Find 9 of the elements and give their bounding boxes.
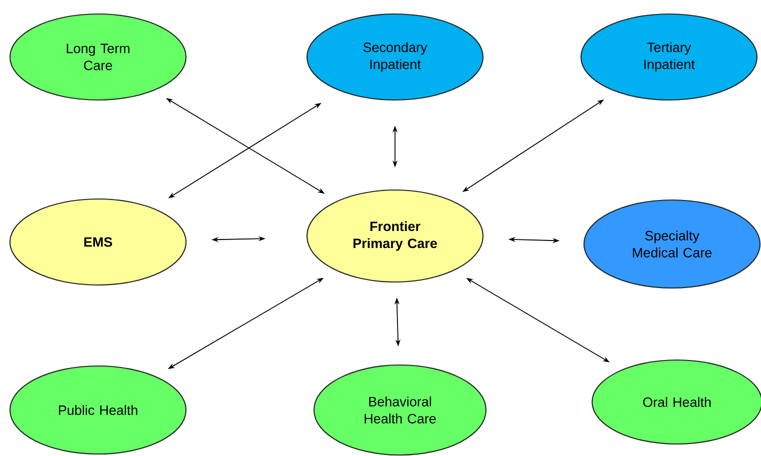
ellipse-node: Public Health [9,365,187,455]
ellipse-node: EMS [9,198,187,286]
ellipse-node: Tertiary Inpatient [580,13,758,101]
ellipse-node: Long Term Care [9,13,187,101]
ellipse-node: Frontier Primary Care [306,189,484,283]
ellipse-node: Secondary Inpatient [306,13,484,101]
ellipse-node: Oral Health [592,359,761,445]
ellipse-node: Specialty Medical Care [583,199,761,289]
ellipse-node: Behavioral Health Care [313,364,487,456]
